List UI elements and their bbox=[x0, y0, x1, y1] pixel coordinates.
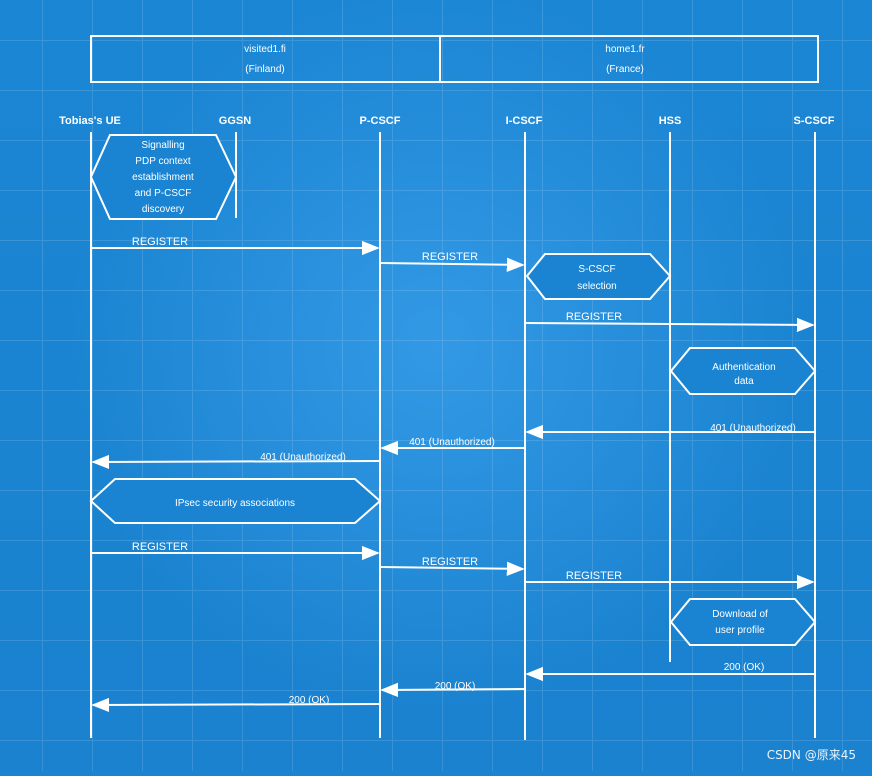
msg-5-label: 401 (Unauthorized) bbox=[409, 437, 495, 448]
msg-7-label: REGISTER bbox=[132, 541, 188, 553]
msg-1-label: REGISTER bbox=[132, 236, 188, 248]
msg-10-label: 200 (OK) bbox=[724, 662, 765, 673]
pdp-box-line-1: Signalling bbox=[141, 140, 184, 151]
msg-2-label: REGISTER bbox=[422, 251, 478, 263]
msg-9-label: REGISTER bbox=[566, 570, 622, 582]
msg-12-label: 200 (OK) bbox=[289, 695, 330, 706]
entity-pcscf-label: P-CSCF bbox=[360, 115, 401, 127]
download-profile-box bbox=[671, 599, 815, 645]
msg-6-label: 401 (Unauthorized) bbox=[260, 452, 346, 463]
home-domain-name: home1.fr bbox=[605, 44, 645, 55]
scscf-selection-line-1: S-CSCF bbox=[578, 264, 615, 275]
entity-ue-label: Tobias's UE bbox=[59, 115, 121, 127]
pdp-box-line-3: establishment bbox=[132, 172, 194, 183]
pdp-box-line-2: PDP context bbox=[135, 156, 191, 167]
entity-ggsn-label: GGSN bbox=[219, 115, 251, 127]
watermark: CSDN @原来45 bbox=[767, 746, 856, 763]
visited-domain-name: visited1.fi bbox=[244, 44, 286, 55]
pdp-box-line-5: discovery bbox=[142, 204, 184, 215]
download-profile-line-1: Download of bbox=[712, 609, 768, 620]
pdp-box-line-4: and P-CSCF bbox=[135, 188, 192, 199]
download-profile-line-2: user profile bbox=[715, 625, 765, 636]
msg-3-label: REGISTER bbox=[566, 311, 622, 323]
msg-4-label: 401 (Unauthorized) bbox=[710, 423, 796, 434]
authentication-data-line-2: data bbox=[734, 376, 754, 387]
entity-scscf-label: S-CSCF bbox=[794, 115, 835, 127]
scscf-selection-box bbox=[527, 254, 670, 299]
msg-11-label: 200 (OK) bbox=[435, 681, 476, 692]
ipsec-box-text: IPsec security associations bbox=[175, 498, 295, 509]
scscf-selection-line-2: selection bbox=[577, 281, 616, 292]
home-domain-country: (France) bbox=[606, 64, 644, 75]
entity-hss-label: HSS bbox=[659, 115, 682, 127]
entity-icscf-label: I-CSCF bbox=[506, 115, 543, 127]
visited-domain-country: (Finland) bbox=[245, 64, 284, 75]
msg-8-label: REGISTER bbox=[422, 556, 478, 568]
authentication-data-line-1: Authentication bbox=[712, 362, 775, 373]
msg-12-arrow bbox=[93, 704, 380, 705]
